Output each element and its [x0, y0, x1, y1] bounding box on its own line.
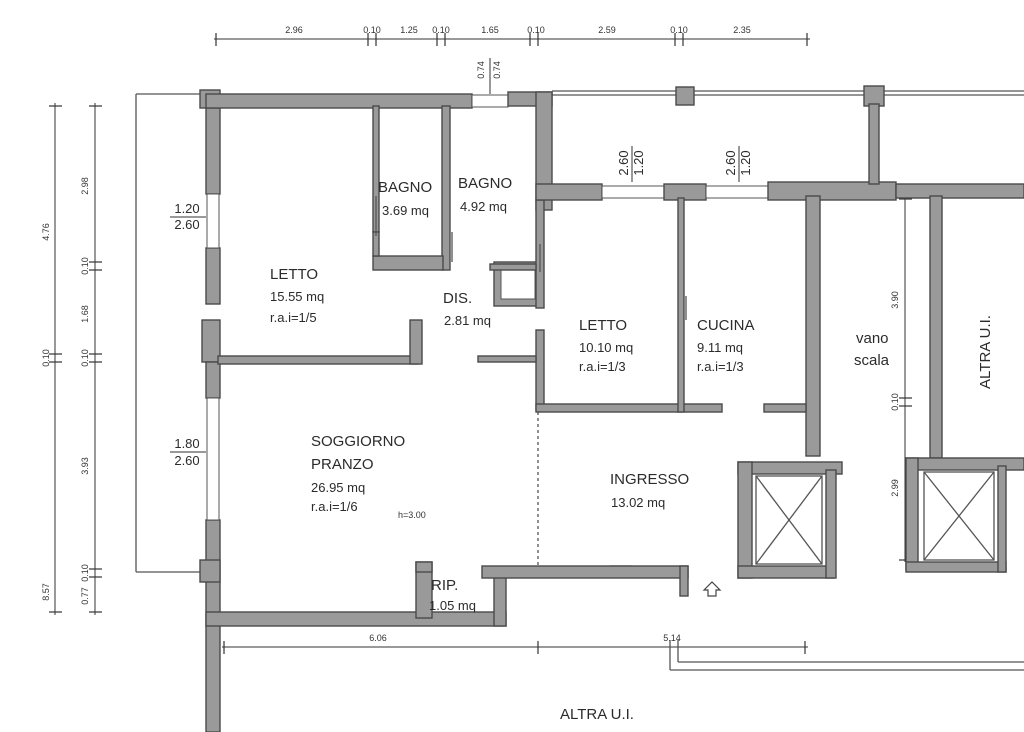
dim-top-7: 2.59 — [598, 25, 616, 35]
room-name: INGRESSO — [610, 471, 689, 488]
dim-top-6: 0.10 — [527, 25, 545, 35]
room-rai: r.a.i=1/3 — [697, 359, 744, 374]
doors — [375, 196, 687, 320]
room-area: 10.10 mq — [579, 340, 633, 355]
lift-shaft-right — [923, 471, 995, 561]
dim-left-3: 8.57 — [41, 583, 51, 601]
balcony-outline — [135, 90, 1024, 671]
room-soggiorno: SOGGIORNO PRANZO 26.95 mq r.a.i=1/6 h=3.… — [311, 433, 426, 520]
dim-inner-5: 3.93 — [80, 457, 90, 475]
room-vano-scala: vano scala — [854, 330, 890, 369]
room-name: DIS. — [443, 290, 472, 307]
dim-stair-1: 3.90 — [890, 291, 900, 309]
window-left-bottom-width: 1.80 — [174, 436, 199, 451]
dim-top-5: 1.65 — [481, 25, 499, 35]
room-name-line-1: SOGGIORNO — [311, 433, 405, 450]
dim-top-2: 0.10 — [363, 25, 381, 35]
window-left-top-height: 2.60 — [174, 217, 199, 232]
room-name-line-2: scala — [854, 352, 890, 369]
dim-bottom-2: 5.14 — [663, 633, 681, 643]
room-area: 1.05 mq — [429, 598, 476, 613]
room-ingresso: INGRESSO 13.02 mq — [610, 471, 689, 510]
room-disimpegno: DIS. 2.81 mq — [443, 290, 491, 328]
room-area: 2.81 mq — [444, 313, 491, 328]
dim-inner-1: 2.98 — [80, 177, 90, 195]
bottom-dimension-line: 6.06 5.14 — [222, 633, 808, 654]
dim-stair-3: 2.99 — [890, 479, 900, 497]
window-cucina-width: 1.20 — [738, 150, 753, 175]
dim-inner-2: 0.10 — [80, 257, 90, 275]
window-left-bottom-height: 2.60 — [174, 453, 199, 468]
room-bagno-2: BAGNO 4.92 mq — [458, 175, 512, 214]
room-area: 26.95 mq — [311, 480, 365, 495]
room-height: h=3.00 — [398, 510, 426, 520]
room-letto-2: LETTO 10.10 mq r.a.i=1/3 — [579, 317, 633, 374]
entrance-arrow-icon — [702, 581, 722, 597]
room-rai: r.a.i=1/5 — [270, 310, 317, 325]
left-outer-dimension-line: 4.76 0.10 8.57 — [41, 103, 62, 615]
room-name-line-1: vano — [856, 330, 889, 347]
room-area: 15.55 mq — [270, 289, 324, 304]
room-letto-1: LETTO 15.55 mq r.a.i=1/5 — [270, 266, 324, 325]
room-name: BAGNO — [458, 175, 512, 192]
dim-inner-7: 0.77 — [80, 587, 90, 605]
room-cucina: CUCINA 9.11 mq r.a.i=1/3 — [697, 317, 755, 374]
room-name: RIP. — [431, 577, 458, 594]
room-name: ALTRA U.I. — [977, 315, 994, 389]
room-name: LETTO — [579, 317, 627, 334]
lift-shaft-left — [755, 475, 823, 565]
window-labels: 1.20 2.60 1.80 2.60 1.20 2.60 1.20 2.60 … — [170, 58, 753, 468]
room-ripostiglio: RIP. 1.05 mq — [429, 577, 476, 613]
room-altra-ui-bottom: ALTRA U.I. — [560, 706, 634, 723]
room-rai: r.a.i=1/6 — [311, 499, 358, 514]
dim-bottom-1: 6.06 — [369, 633, 387, 643]
dim-top-8: 0.10 — [670, 25, 688, 35]
dim-top-4: 0.10 — [432, 25, 450, 35]
window-letto-width: 1.20 — [631, 150, 646, 175]
dim-top-3: 1.25 — [400, 25, 418, 35]
room-area: 9.11 mq — [697, 340, 743, 355]
room-area: 4.92 mq — [460, 199, 507, 214]
room-name-line-2: PRANZO — [311, 456, 374, 473]
dim-top-1: 2.96 — [285, 25, 303, 35]
window-left-top-width: 1.20 — [174, 201, 199, 216]
left-inner-dimension-line: 2.98 0.10 1.68 0.10 3.93 0.10 0.77 — [80, 103, 102, 615]
window-letto-height: 2.60 — [616, 150, 631, 175]
top-dimension-line: 2.96 0.10 1.25 0.10 1.65 0.10 2.59 0.10 … — [214, 25, 810, 46]
room-name: CUCINA — [697, 317, 755, 334]
room-area: 3.69 mq — [382, 203, 429, 218]
dim-inner-4: 0.10 — [80, 349, 90, 367]
room-name: LETTO — [270, 266, 318, 283]
dim-inner-3: 1.68 — [80, 305, 90, 323]
room-altra-ui-right: ALTRA U.I. — [977, 315, 994, 389]
dim-stair-2: 0.10 — [890, 393, 900, 411]
dim-inner-6: 0.10 — [80, 564, 90, 582]
stair-dimension-line: 3.90 0.10 2.99 — [890, 197, 912, 562]
window-cucina-height: 2.60 — [723, 150, 738, 175]
room-name: ALTRA U.I. — [560, 706, 634, 723]
room-name: BAGNO — [378, 179, 432, 196]
dim-left-1: 4.76 — [41, 223, 51, 241]
room-bagno-1: BAGNO 3.69 mq — [378, 179, 432, 218]
window-top-b: 0.74 — [492, 61, 502, 79]
walls — [199, 85, 1024, 732]
dim-left-2: 0.10 — [41, 349, 51, 367]
dim-top-9: 2.35 — [733, 25, 751, 35]
window-top-a: 0.74 — [476, 61, 486, 79]
room-area: 13.02 mq — [611, 495, 665, 510]
room-rai: r.a.i=1/3 — [579, 359, 626, 374]
